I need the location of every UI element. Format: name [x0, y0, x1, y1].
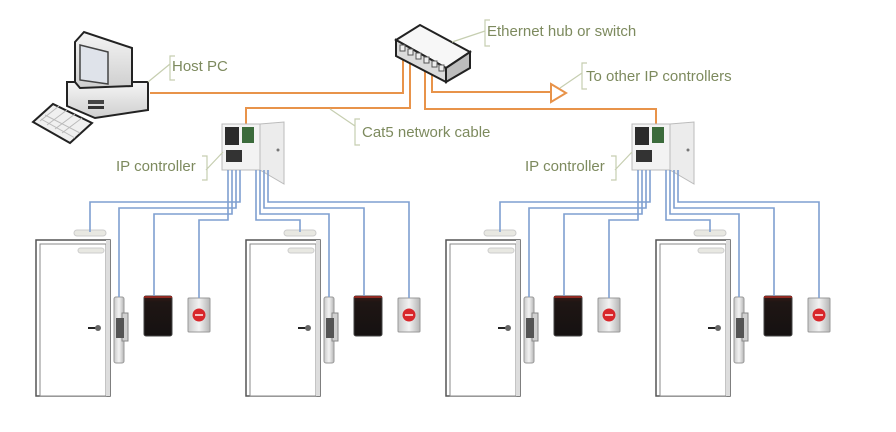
wire-door-3-electric-strike	[528, 170, 647, 297]
ip-controller-right-icon	[631, 121, 695, 185]
wire-door-4-door-contact	[665, 170, 711, 232]
host-pc-label: Host PC	[172, 58, 228, 75]
controllers-layer	[221, 121, 695, 185]
wire-door-4-exit-button	[677, 170, 820, 298]
wire-door-1-door-contact	[89, 170, 241, 232]
door-4	[655, 229, 831, 397]
card-reader-icon	[763, 295, 793, 337]
controller-right-label: IP controller	[525, 158, 605, 175]
callout-other-controllers	[559, 62, 587, 90]
cable-hub-to-right-controller	[424, 68, 657, 126]
controller-left-label: IP controller	[116, 158, 196, 175]
door-3	[445, 229, 621, 397]
card-reader-icon	[353, 295, 383, 337]
doors-layer	[35, 229, 831, 397]
wire-door-2-door-contact	[255, 170, 301, 232]
exit-button-icon	[597, 297, 621, 333]
exit-button-icon	[397, 297, 421, 333]
electric-strike-icon	[323, 296, 339, 364]
door-1	[35, 229, 211, 397]
cat5-cable-label: Cat5 network cable	[362, 124, 490, 141]
ip-controller-left-icon	[221, 121, 285, 185]
controller-door-panel	[669, 121, 695, 185]
wire-door-2-electric-strike	[259, 170, 330, 297]
electric-strike-icon	[113, 296, 129, 364]
wire-door-4-electric-strike	[669, 170, 740, 297]
wire-door-2-exit-button	[267, 170, 410, 298]
other-controllers-label: To other IP controllers	[586, 68, 732, 85]
callout-cat5	[329, 108, 360, 146]
exit-button-icon	[187, 297, 211, 333]
wire-door-4-card-reader	[673, 170, 775, 296]
wire-door-3-card-reader	[563, 170, 643, 296]
wire-door-3-exit-button	[608, 170, 639, 298]
callout-controller-left	[202, 151, 224, 181]
door-panel	[659, 243, 727, 397]
door-2	[245, 229, 421, 397]
card-reader-icon	[553, 295, 583, 337]
electric-strike-icon	[733, 296, 749, 364]
wire-door-3-door-contact	[499, 170, 651, 232]
network-cables	[150, 60, 657, 126]
ethernet-hub-icon	[394, 23, 472, 84]
cable-hub-to-left-controller	[245, 60, 411, 126]
cable-host-to-hub	[150, 60, 404, 94]
callout-hub	[451, 19, 490, 47]
wire-door-1-electric-strike	[118, 170, 237, 297]
device-wires	[89, 170, 820, 298]
door-panel	[39, 243, 107, 397]
door-panel	[249, 243, 317, 397]
door-panel	[449, 243, 517, 397]
exit-button-icon	[807, 297, 831, 333]
cable-hub-to-other	[431, 70, 552, 93]
wire-door-2-card-reader	[263, 170, 365, 296]
controller-door-panel	[259, 121, 285, 185]
wire-door-1-exit-button	[198, 170, 229, 298]
callout-controller-right	[611, 151, 633, 181]
electric-strike-icon	[523, 296, 539, 364]
wire-door-1-card-reader	[153, 170, 233, 296]
arrow-to-other-controllers	[550, 82, 568, 104]
host-pc-icon	[31, 30, 149, 145]
hub-label: Ethernet hub or switch	[487, 23, 636, 40]
callout-host-pc	[147, 55, 175, 83]
card-reader-icon	[143, 295, 173, 337]
